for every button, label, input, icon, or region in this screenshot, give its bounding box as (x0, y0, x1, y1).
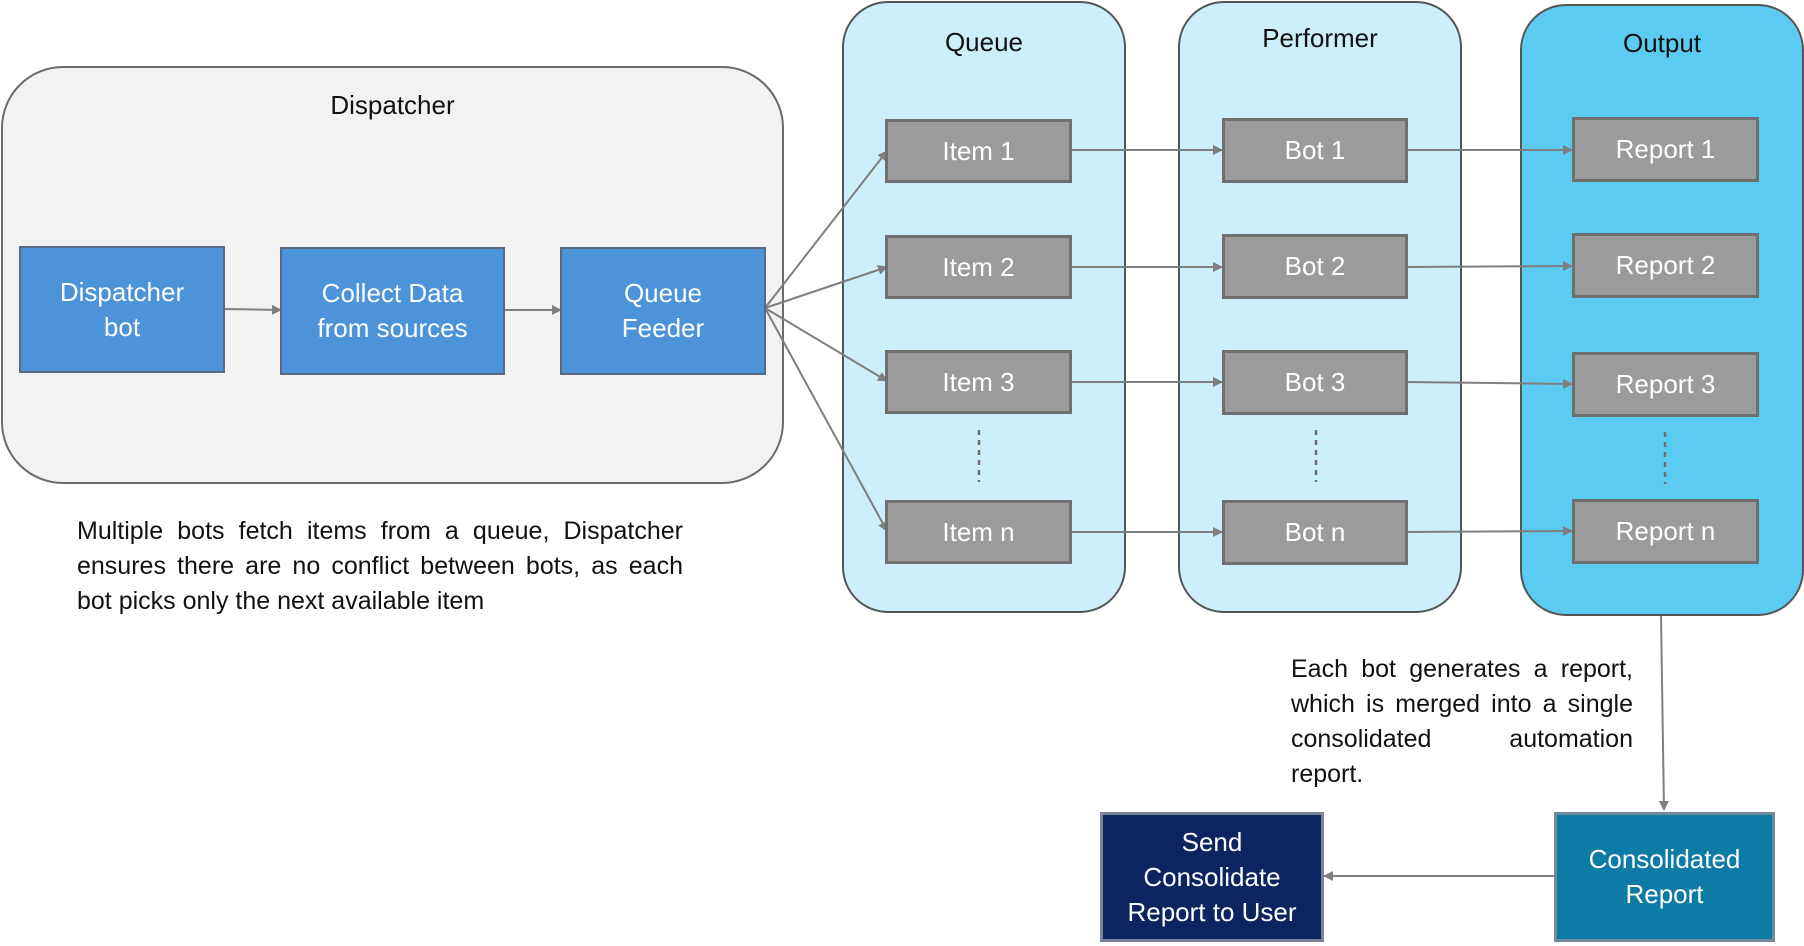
output-report-label: Report 1 (1615, 134, 1716, 164)
performer-bot-label: Bot 1 (1284, 135, 1346, 165)
report-note: Each bot generates a report, which is me… (1291, 655, 1633, 788)
queue-item-label: Item 2 (942, 251, 1015, 282)
queue-item-label: Item 1 (942, 135, 1015, 166)
performer-bot-label: Bot 3 (1284, 367, 1346, 397)
send-report-label: Send Consolidate Report to User (1127, 826, 1297, 927)
queue-item-3: Item 3 (885, 350, 1072, 414)
performer-bot-1: Bot 1 (1222, 118, 1408, 183)
performer-bot-n: Bot n (1222, 500, 1408, 565)
output-report-label: Report 3 (1615, 369, 1716, 399)
queue-item-label: Item n (942, 516, 1015, 547)
output-report-2: Report 2 (1572, 233, 1759, 298)
dispatcher-bot-node: Dispatcher bot (19, 246, 225, 373)
collect-data-label: Collect Data from sources (317, 278, 468, 343)
collect-data-node: Collect Data from sources (280, 247, 505, 375)
queue-item-n: Item n (885, 500, 1072, 564)
dispatcher-group-title: Dispatcher (330, 90, 455, 120)
dispatcher-bot-label: Dispatcher bot (59, 276, 185, 342)
performer-bot-label: Bot 2 (1284, 251, 1346, 281)
performer-bot-2: Bot 2 (1222, 234, 1408, 299)
queue-lane-title: Queue (944, 27, 1024, 57)
queue-item-label: Item 3 (942, 366, 1015, 397)
output-report-label: Report n (1615, 516, 1716, 546)
arrow-output-to-consolidated (1658, 615, 1669, 811)
queue-feeder-label: Queue Feeder (621, 278, 705, 343)
consolidated-report-label: Consolidated Report (1588, 844, 1741, 909)
dispatcher-note: Multiple bots fetch items from a queue, … (77, 517, 683, 615)
output-report-label: Report 2 (1615, 250, 1716, 280)
queue-item-1: Item 1 (885, 119, 1072, 183)
send-report-node: Send Consolidate Report to User (1100, 812, 1324, 942)
output-report-3: Report 3 (1572, 352, 1759, 417)
output-lane-title: Output (1622, 28, 1702, 58)
performer-bot-label: Bot n (1284, 517, 1346, 547)
consolidated-report-node: Consolidated Report (1554, 812, 1775, 942)
queue-item-2: Item 2 (885, 235, 1072, 299)
performer-bot-3: Bot 3 (1222, 350, 1408, 415)
queue-feeder-node: Queue Feeder (560, 247, 766, 375)
output-report-n: Report n (1572, 499, 1759, 564)
output-report-1: Report 1 (1572, 117, 1759, 182)
performer-lane-title: Performer (1262, 23, 1378, 53)
